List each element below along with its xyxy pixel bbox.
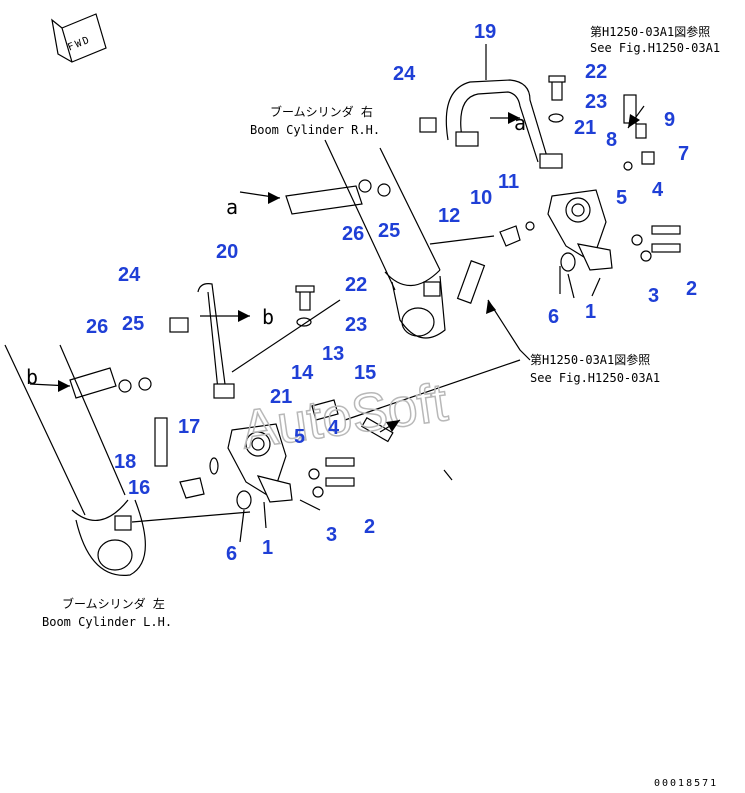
- callout-4-left: 4: [328, 417, 340, 439]
- callout-14-left: 14: [291, 362, 314, 384]
- ref-mid-jp: 第H1250-03A1図参照: [530, 352, 650, 367]
- small-parts-left: [118, 285, 394, 510]
- boom-cylinder-left: [4, 344, 146, 576]
- callout-11: 11: [498, 171, 519, 193]
- arrow-label-b-1: b: [262, 305, 274, 329]
- pipe-19: [445, 79, 563, 169]
- callout-13-left: 13: [322, 343, 344, 365]
- callout-7: 7: [678, 143, 689, 165]
- ref-top-en: See Fig.H1250-03A1: [590, 41, 720, 55]
- boom-r-en: Boom Cylinder R.H.: [250, 123, 380, 137]
- callout-26: 26: [342, 223, 364, 245]
- callout-5-left: 5: [294, 426, 305, 448]
- callout-19: 19: [474, 21, 496, 43]
- callout-4: 4: [652, 179, 664, 201]
- callout-16-left: 16: [128, 477, 150, 499]
- annotations: 第H1250-03A1図参照 See Fig.H1250-03A1 第H1250…: [26, 24, 720, 789]
- callout-22-left: 22: [345, 274, 367, 296]
- ref-mid-en: See Fig.H1250-03A1: [530, 371, 660, 385]
- arrow-label-b-2: b: [26, 365, 38, 389]
- callout-17-left: 17: [178, 416, 200, 438]
- callout-24-left: 24: [118, 264, 141, 286]
- callout-21: 21: [574, 117, 596, 139]
- callout-6: 6: [548, 306, 559, 328]
- callout-1: 1: [585, 301, 596, 323]
- fwd-direction-badge: FWD: [51, 13, 107, 63]
- callout-9: 9: [664, 109, 675, 131]
- callout-25-left: 25: [122, 313, 144, 335]
- valve-assembly-right: [547, 189, 613, 271]
- callout-1-left: 1: [262, 537, 273, 559]
- boom-cylinder-right: [285, 139, 446, 339]
- small-parts-right: [358, 75, 681, 304]
- figure-number: 00018571: [654, 778, 718, 789]
- callout-2: 2: [686, 278, 697, 300]
- callout-5: 5: [616, 187, 627, 209]
- callout-3-left: 3: [326, 524, 337, 546]
- callout-22: 22: [585, 61, 607, 83]
- callout-24: 24: [393, 63, 416, 85]
- callout-25: 25: [378, 220, 400, 242]
- callouts: 19 24 22 23 21 8 9 7 11 10 12 5 4 26 25 …: [86, 21, 697, 565]
- callout-20: 20: [216, 241, 238, 263]
- valve-assembly-left: [227, 423, 293, 503]
- callout-23-left: 23: [345, 314, 367, 336]
- boom-r-jp: ブームシリンダ 右: [270, 104, 373, 119]
- fwd-label: FWD: [66, 34, 92, 53]
- callout-18-left: 18: [114, 451, 136, 473]
- callout-10: 10: [470, 187, 492, 209]
- callout-23: 23: [585, 91, 607, 113]
- callout-3: 3: [648, 285, 659, 307]
- callout-21-left: 21: [270, 386, 292, 408]
- pipe-20: [197, 283, 235, 399]
- arrow-label-a-1: a: [226, 195, 238, 219]
- callout-8: 8: [606, 129, 617, 151]
- ref-top-jp: 第H1250-03A1図参照: [590, 24, 710, 39]
- arrow-heads: [58, 112, 640, 432]
- arrow-label-a-2: a: [514, 111, 526, 135]
- callout-6-left: 6: [226, 543, 237, 565]
- callout-26-left: 26: [86, 316, 108, 338]
- boom-l-jp: ブームシリンダ 左: [62, 596, 165, 611]
- callout-12: 12: [438, 205, 460, 227]
- boom-l-en: Boom Cylinder L.H.: [42, 615, 172, 629]
- callout-15-left: 15: [354, 362, 376, 384]
- callout-2-left: 2: [364, 516, 375, 538]
